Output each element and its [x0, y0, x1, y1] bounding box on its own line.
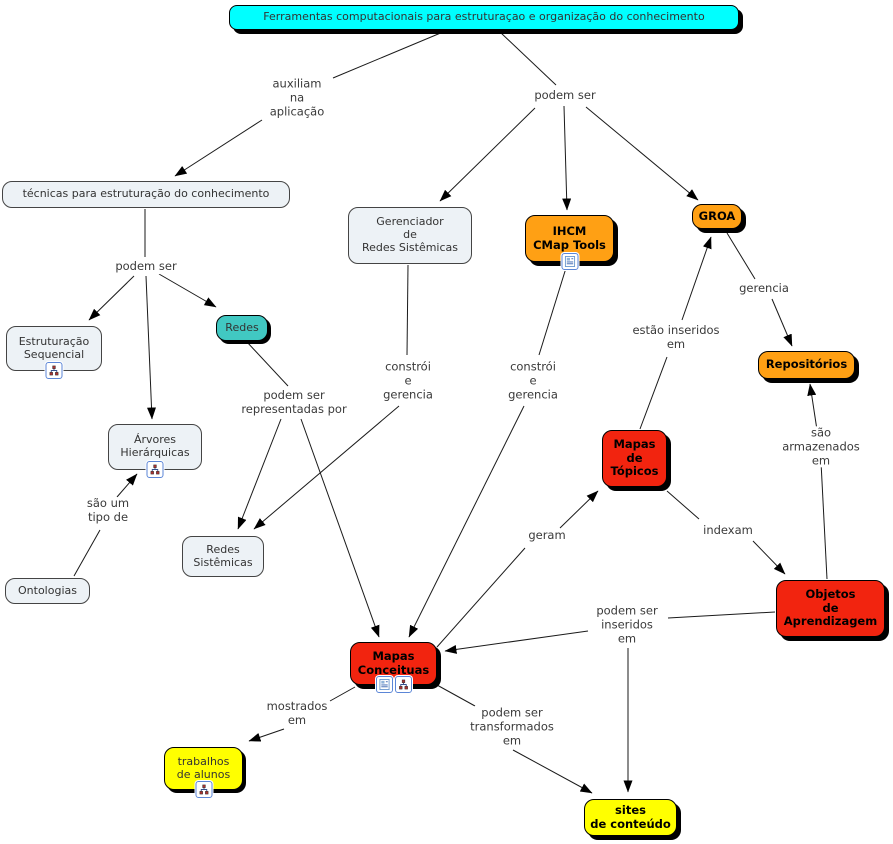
- concept-redes[interactable]: Redes: [216, 315, 268, 341]
- concept-label: trabalhos de alunos: [176, 754, 231, 781]
- sitemap-icon[interactable]: [195, 781, 212, 798]
- document-icon[interactable]: [375, 676, 393, 693]
- connector-line: [499, 31, 557, 86]
- concept-label: Gerenciador de Redes Sistêmicas: [361, 215, 459, 254]
- connector-line: [73, 529, 101, 577]
- concept-groa[interactable]: GROA: [692, 204, 742, 229]
- sitemap-icon[interactable]: [146, 461, 164, 478]
- connector-arrow: [158, 273, 217, 308]
- link-podem-ser-inseridos-em[interactable]: podem ser inseridos em: [594, 603, 660, 646]
- connector-arrow: [300, 418, 380, 638]
- link-gerencia[interactable]: gerencia: [737, 281, 791, 296]
- concept-repositorios[interactable]: Repositórios: [758, 351, 855, 379]
- concept-label: Ferramentas computacionais para estrutur…: [263, 10, 705, 24]
- connector-arrow: [559, 490, 599, 529]
- connector-line: [436, 547, 526, 648]
- document-icon[interactable]: [561, 253, 578, 270]
- concept-label: Mapas de Tópicos: [610, 437, 659, 479]
- concept-redes-sistemicas[interactable]: Redes Sistêmicas: [182, 536, 264, 577]
- concept-mapas-conceituas[interactable]: Mapas Conceituas: [350, 642, 437, 693]
- concept-label: Mapas Conceituas: [357, 648, 430, 677]
- concept-label: Estruturação Sequencial: [18, 334, 90, 361]
- connector-arrow: [439, 107, 536, 202]
- concept-label: IHCM CMap Tools: [533, 223, 606, 252]
- link-constroi-gerencia-left[interactable]: constrói e gerencia: [381, 359, 435, 402]
- connector-arrow: [562, 105, 572, 211]
- resource-icons: [375, 676, 412, 693]
- concept-label: Ontologias: [18, 583, 77, 597]
- link-constroi-gerencia-right[interactable]: constrói e gerencia: [506, 359, 560, 402]
- connector-line: [726, 232, 756, 280]
- connector-arrow: [253, 405, 400, 530]
- concept-label: Redes: [225, 320, 259, 334]
- connector-line: [329, 686, 356, 702]
- concept-arvores-hierarquicas[interactable]: Árvores Hierárquicas: [108, 424, 202, 478]
- sitemap-icon[interactable]: [45, 362, 63, 379]
- connector-line: [246, 341, 289, 387]
- concept-tecnicas-estruturacao[interactable]: técnicas para estruturação do conhecimen…: [2, 181, 290, 208]
- concept-sites-de-conteudo[interactable]: sites de conteúdo: [584, 799, 677, 836]
- connector-arrow: [807, 383, 818, 431]
- concept-objetos-de-aprendizagem[interactable]: Objetos de Aprendizagem: [776, 580, 885, 637]
- connector-line: [436, 684, 476, 707]
- connector-line: [666, 490, 700, 520]
- resource-icons: [146, 461, 164, 478]
- connector-line: [406, 264, 409, 356]
- connector-arrow: [116, 473, 138, 498]
- connector-arrow: [771, 298, 793, 347]
- concept-ihcm-cmap-tools[interactable]: IHCM CMap Tools: [525, 215, 614, 270]
- concept-label: Objetos de Aprendizagem: [783, 587, 878, 629]
- concept-label: Repositórios: [765, 357, 848, 372]
- concept-ontologias[interactable]: Ontologias: [5, 578, 90, 604]
- link-podem-ser-left[interactable]: podem ser: [113, 259, 179, 274]
- connector-arrow: [512, 749, 593, 794]
- link-geram[interactable]: geram: [526, 528, 568, 543]
- link-sao-um-tipo-de[interactable]: são um tipo de: [84, 496, 132, 525]
- connector-arrow: [408, 405, 525, 638]
- connector-line: [820, 461, 828, 580]
- link-podem-ser-representadas-por[interactable]: podem ser representadas por: [239, 388, 349, 417]
- connector-line: [639, 356, 668, 430]
- concept-estruturacao-sequencial[interactable]: Estruturação Sequencial: [6, 326, 102, 379]
- resource-icons: [561, 253, 578, 270]
- link-indexam[interactable]: indexam: [701, 523, 755, 538]
- concept-mapas-de-topicos[interactable]: Mapas de Tópicos: [602, 430, 667, 487]
- concept-label: técnicas para estruturação do conhecimen…: [22, 187, 270, 201]
- connector-arrow: [88, 275, 135, 321]
- link-mostrados-em[interactable]: mostrados em: [264, 699, 330, 728]
- concept-label: GROA: [698, 208, 736, 223]
- link-podem-ser-transformados-em[interactable]: podem ser transformados em: [468, 705, 556, 748]
- link-podem-ser-top[interactable]: podem ser: [532, 88, 598, 103]
- concept-gerenciador-redes-sistemicas[interactable]: Gerenciador de Redes Sistêmicas: [348, 207, 472, 264]
- connector-arrow: [174, 119, 263, 177]
- concept-label: Árvores Hierárquicas: [120, 433, 190, 459]
- connector-line: [538, 267, 567, 356]
- connector-arrow: [585, 106, 699, 201]
- concept-label: sites de conteúdo: [590, 802, 671, 831]
- connector-arrow: [145, 275, 157, 420]
- connector-arrow: [248, 728, 285, 742]
- sitemap-icon[interactable]: [394, 676, 412, 693]
- link-auxiliam-na-aplicacao[interactable]: auxiliam na aplicação: [267, 76, 327, 119]
- concept-title[interactable]: Ferramentas computacionais para estrutur…: [229, 5, 739, 30]
- connector-line: [667, 611, 776, 619]
- connector-arrow: [681, 236, 712, 321]
- connector-arrow: [237, 418, 282, 530]
- concept-label: Redes Sistêmicas: [193, 542, 253, 569]
- concept-trabalhos-de-alunos[interactable]: trabalhos de alunos: [164, 747, 243, 798]
- link-estao-inseridos-em[interactable]: estão inseridos em: [630, 323, 722, 352]
- connector-arrow: [752, 540, 786, 575]
- resource-icons: [195, 781, 212, 798]
- link-sao-armazenados-em[interactable]: são armazenados em: [780, 425, 862, 468]
- connector-line: [332, 31, 444, 79]
- connector-arrow: [444, 630, 589, 654]
- resource-icons: [45, 362, 63, 379]
